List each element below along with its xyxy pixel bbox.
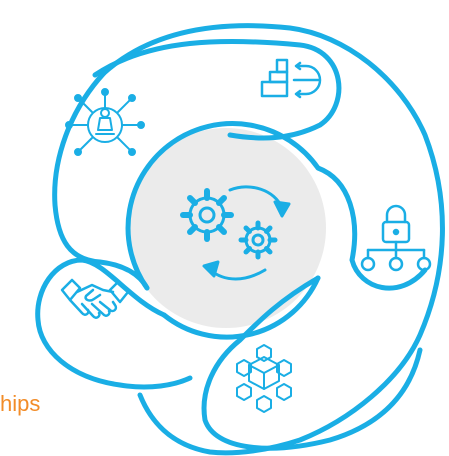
cube-network-icon [236, 344, 292, 413]
top-lobe-border [92, 38, 342, 141]
lock-hierarchy-icon [360, 204, 432, 272]
handshake-lobe-border [35, 257, 193, 390]
bottom-lobe-border [201, 275, 423, 451]
outer-cycle-ring [101, 23, 445, 456]
inner-arc-lower [161, 275, 321, 340]
process-blocks-icon [260, 58, 322, 99]
handshake-icon [60, 278, 130, 319]
strategy-chess-network-icon [65, 88, 145, 156]
caption-fragment: hips [0, 391, 41, 416]
right-lobe-border [315, 165, 428, 291]
center-disc [126, 128, 326, 328]
gears-cycle-icon [180, 185, 291, 281]
